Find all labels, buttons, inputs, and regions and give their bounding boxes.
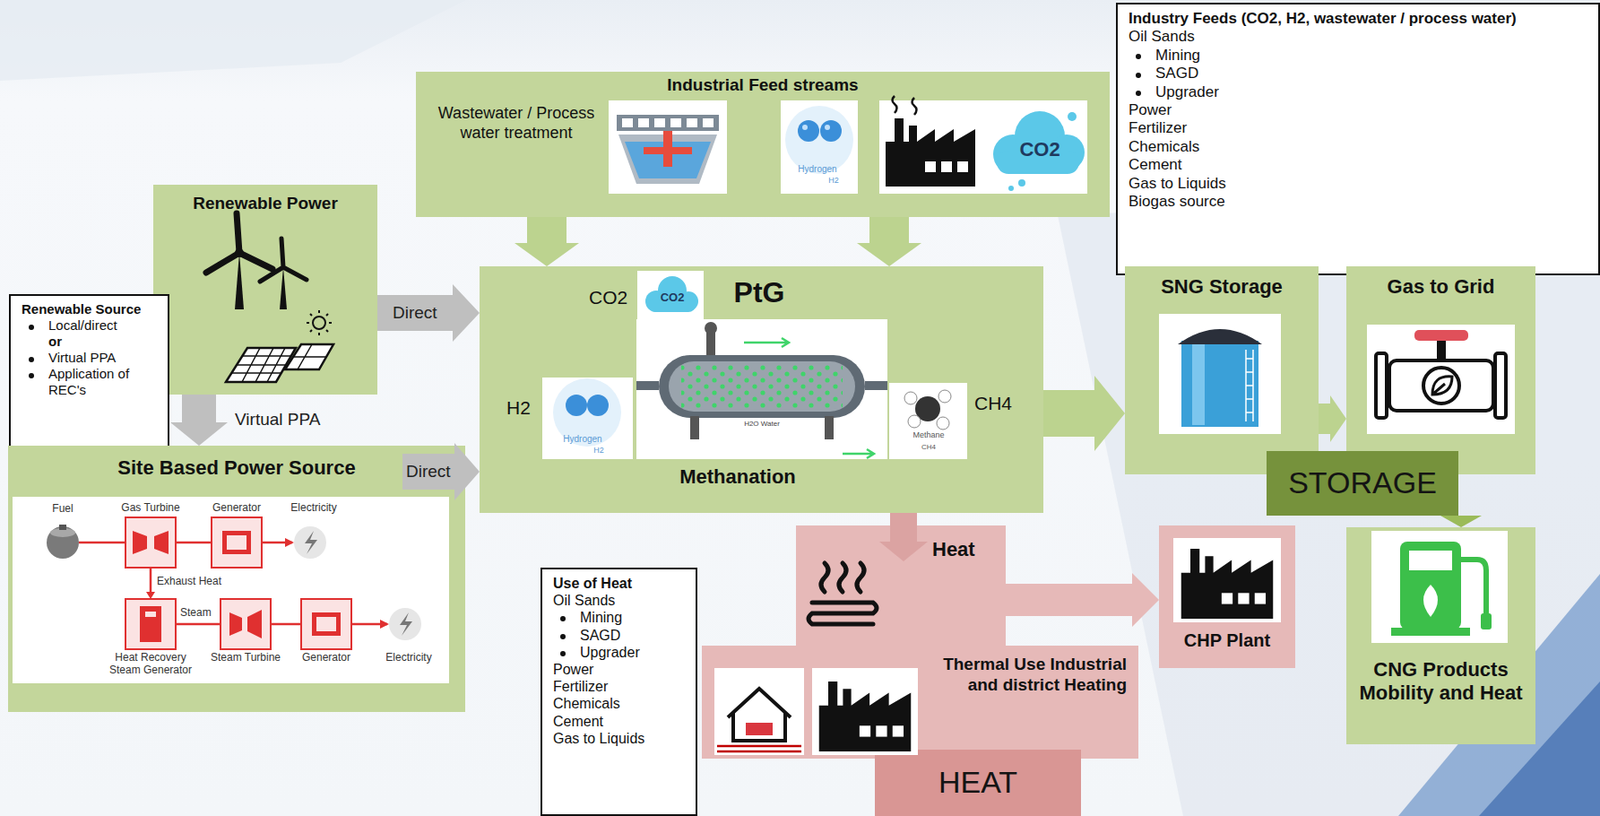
illustration-label: Hydrogen bbox=[786, 164, 849, 175]
arrow-label: Direct bbox=[406, 461, 451, 483]
grid-valve bbox=[1366, 324, 1515, 434]
list-item: Virtual PPA bbox=[21, 349, 159, 366]
list-item: Gas to Liquids bbox=[553, 729, 687, 747]
note-box: Use of HeatOil SandsMiningSAGDUpgraderPo… bbox=[540, 567, 698, 816]
methanation-reactor bbox=[636, 319, 888, 459]
illustration-label: Gas Turbine bbox=[110, 501, 191, 515]
illustration-label: Electricity bbox=[277, 501, 350, 515]
list-item: Upgrader bbox=[1128, 83, 1590, 102]
list-item: Chemicals bbox=[1128, 138, 1590, 156]
illustration-label: Generator bbox=[200, 501, 273, 515]
illustration-label: Steam Turbine bbox=[207, 651, 285, 665]
box-title: Heat bbox=[932, 537, 1001, 562]
box-title: STORAGE bbox=[1266, 464, 1459, 502]
block-arrow bbox=[377, 284, 480, 342]
block-arrow bbox=[402, 442, 480, 501]
hydrogen-molecule bbox=[542, 377, 633, 459]
list-item: Mining bbox=[1128, 46, 1590, 65]
co2-cloud bbox=[637, 270, 704, 321]
methane-molecule bbox=[889, 382, 968, 459]
text-list: Use of HeatOil SandsMiningSAGDUpgraderPo… bbox=[542, 569, 696, 753]
illustration-label: Steam bbox=[180, 606, 220, 620]
illustration-label: CO2 bbox=[649, 291, 695, 305]
illustration-label: H2 bbox=[585, 445, 613, 455]
list-item: Gas to Liquids bbox=[1128, 174, 1590, 193]
illustration-label: CO2 bbox=[1003, 138, 1076, 161]
list-item: SAGD bbox=[1128, 64, 1590, 83]
list-item: Mining bbox=[553, 608, 687, 626]
block-arrow bbox=[514, 216, 580, 267]
list-item: Local/direct bbox=[21, 317, 159, 334]
list-item: Fertilizer bbox=[1128, 119, 1590, 138]
list-item: SAGD bbox=[553, 626, 687, 644]
box-title: CHP Plant bbox=[1158, 629, 1296, 651]
box-title: Gas to Grid bbox=[1346, 275, 1536, 299]
block-arrow bbox=[879, 512, 928, 562]
block-arrow bbox=[856, 216, 922, 267]
hydrogen-icon bbox=[780, 100, 858, 194]
box-title: PtG bbox=[721, 275, 797, 310]
text-list: Industry Feeds (CO2, H2, wastewater / pr… bbox=[1117, 4, 1599, 217]
illustration-label: Fuel bbox=[35, 502, 90, 516]
box-text: Methanation bbox=[639, 465, 837, 489]
section-band: STORAGE bbox=[1266, 450, 1459, 516]
box-text: H2 bbox=[506, 396, 543, 419]
section-band: HEAT bbox=[874, 749, 1082, 816]
combined-cycle-schematic bbox=[12, 496, 450, 684]
box-text: CO2 bbox=[588, 285, 645, 309]
box-heading: Renewable Source bbox=[21, 301, 159, 318]
cng-pump bbox=[1371, 530, 1508, 643]
list-item: Cement bbox=[1128, 155, 1590, 174]
box-title: Thermal Use Industrial and district Heat… bbox=[922, 654, 1127, 696]
list-item: Application of REC's bbox=[21, 365, 159, 398]
note-box: Industry Feeds (CO2, H2, wastewater / pr… bbox=[1115, 2, 1600, 276]
list-item: Oil Sands bbox=[553, 591, 687, 609]
box-text: CH4 bbox=[974, 391, 1039, 415]
box-heading: Industry Feeds (CO2, H2, wastewater / pr… bbox=[1128, 9, 1590, 28]
wastewater-icon bbox=[608, 100, 727, 194]
note-box: Renewable SourceLocal/directorVirtual PP… bbox=[8, 294, 170, 452]
list-item: Biogas source bbox=[1128, 192, 1590, 211]
illustration-label: Methane bbox=[901, 430, 956, 440]
chp-icon bbox=[1173, 537, 1281, 623]
block-arrow bbox=[1043, 375, 1125, 451]
list-item: Chemicals bbox=[553, 694, 687, 712]
list-item: or bbox=[21, 333, 159, 350]
box-text: Wastewater / Process water treatment bbox=[426, 103, 606, 143]
text-list: Renewable SourceLocal/directorVirtual PP… bbox=[10, 295, 168, 404]
list-item: Fertilizer bbox=[553, 677, 687, 695]
illustration-label: Hydrogen bbox=[551, 433, 615, 445]
list-item: Cement bbox=[553, 712, 687, 730]
block-arrow bbox=[170, 394, 228, 446]
sng-tank bbox=[1158, 313, 1281, 434]
renewable-icon bbox=[206, 213, 334, 382]
box-title: CNG Products Mobility and Heat bbox=[1353, 657, 1529, 706]
list-item: Power bbox=[553, 660, 687, 678]
arrow-label: Virtual PPA bbox=[234, 409, 320, 431]
block-arrow bbox=[1440, 515, 1482, 528]
block-arrow bbox=[1318, 395, 1347, 442]
emitter-icon bbox=[879, 95, 1088, 194]
illustration-label: Heat Recovery Steam Generator bbox=[105, 651, 196, 677]
illustration-label: H2 bbox=[820, 175, 848, 185]
box-title: Industrial Feed streams bbox=[415, 75, 1110, 96]
arrow-label: Direct bbox=[392, 302, 438, 324]
list-item: Oil Sands bbox=[1128, 27, 1590, 46]
box-title: Renewable Power bbox=[153, 193, 378, 215]
list-item: Power bbox=[1128, 101, 1590, 120]
illustration-label: H2O Water bbox=[730, 419, 794, 428]
list-item: Upgrader bbox=[553, 643, 687, 661]
heat-icon bbox=[808, 562, 877, 624]
box-title: HEAT bbox=[874, 763, 1082, 801]
box-heading: Use of Heat bbox=[553, 574, 687, 592]
illustration-label: CH4 bbox=[910, 442, 947, 451]
illustration-label: Exhaust Heat bbox=[156, 575, 238, 589]
block-arrow bbox=[1005, 572, 1159, 627]
illustration-label: Generator bbox=[292, 651, 361, 665]
box-title: SNG Storage bbox=[1124, 275, 1319, 299]
box-title: Site Based Power Source bbox=[8, 456, 466, 480]
district-heating-icons bbox=[714, 667, 918, 755]
illustration-label: Electricity bbox=[374, 651, 443, 665]
